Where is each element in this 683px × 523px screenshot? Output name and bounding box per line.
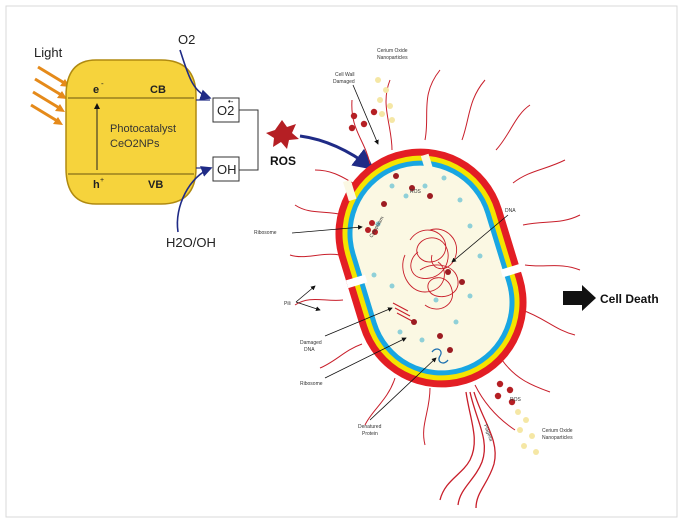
ceo2-nanoparticles-bottom [515, 409, 539, 455]
bacterium-cell [290, 70, 580, 508]
np-bottom-label-2: Nanoparticles [542, 435, 573, 441]
oxygen-label: O2 [178, 32, 195, 47]
flagellum [440, 392, 495, 508]
denatured-protein-label-2: Protein [362, 431, 378, 437]
photocatalyst-name: Photocatalyst [110, 123, 176, 135]
ros-inside-label: ROS [410, 189, 422, 195]
radical-bracket [239, 110, 258, 170]
ros-label: ROS [270, 154, 296, 168]
ribosome-left-label: Ribosome [254, 230, 277, 236]
hole-label: h [93, 179, 100, 191]
np-top-label-1: Cerium Oxide [377, 48, 408, 54]
light-label: Light [34, 45, 63, 60]
electron-sign: - [101, 79, 104, 88]
cell-death-arrow [563, 285, 596, 311]
ros-outside-label: ROS [510, 397, 522, 403]
ros-star-icon [266, 120, 299, 149]
ribosome-bottom-label: Ribosome [300, 381, 323, 387]
electron-label: e [93, 84, 99, 96]
photocatalyst-formula: CeO2NPs [110, 138, 160, 150]
damaged-dna-label-1: Damaged [300, 340, 322, 346]
dna-label: DNA [505, 208, 516, 214]
denatured-protein-label-1: Denatured [358, 424, 382, 430]
vb-label: VB [148, 179, 163, 191]
ceo2-nanoparticles-top [375, 77, 395, 123]
pili-label: Pili [284, 301, 291, 307]
hole-sign: + [100, 177, 104, 184]
cell-wall-damaged-label-2: Damaged [333, 79, 355, 85]
np-bottom-label-1: Cerium Oxide [542, 428, 573, 434]
water-label: H2O/OH [166, 235, 216, 250]
cell-wall-damaged-label-1: Cell Wall [335, 72, 355, 78]
superoxide-charge: •- [228, 97, 234, 106]
np-top-label-2: Nanoparticles [377, 55, 408, 61]
damaged-dna-label-2: DNA [304, 347, 315, 353]
cell-death-label: Cell Death [600, 292, 659, 306]
hydroxyl-label: OH [217, 162, 237, 177]
cb-label: CB [150, 84, 166, 96]
